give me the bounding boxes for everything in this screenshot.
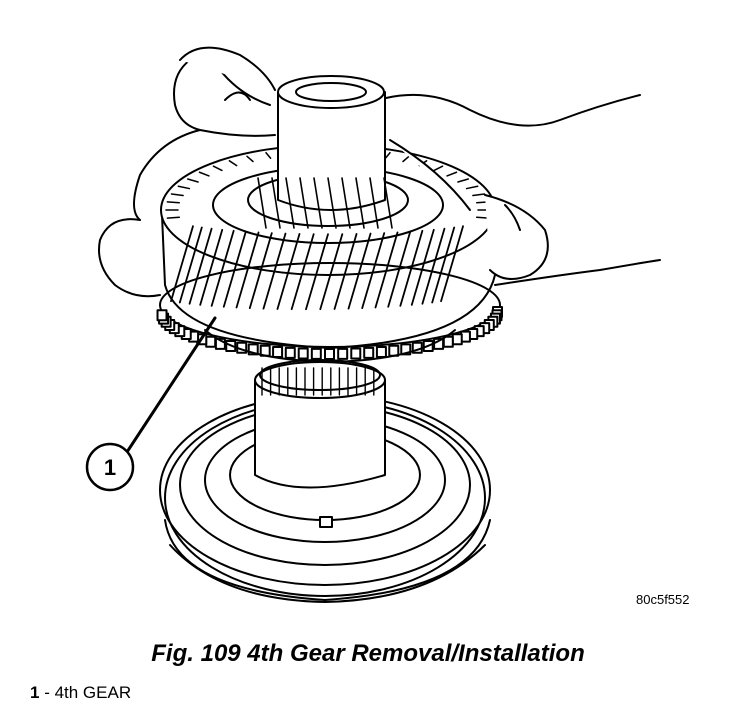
callout-1: 1 bbox=[85, 316, 217, 492]
main-shaft bbox=[254, 359, 386, 489]
legend-label: 4th GEAR bbox=[54, 683, 132, 702]
helical-teeth bbox=[170, 225, 464, 311]
needle-bearing bbox=[261, 367, 375, 396]
legend-number: 1 bbox=[30, 683, 40, 702]
image-code: 80c5f552 bbox=[636, 592, 690, 607]
inner-splines bbox=[257, 177, 393, 229]
legend-item: 1 - 4th GEAR bbox=[30, 683, 131, 703]
gear-illustration: 1 bbox=[85, 46, 661, 603]
callout-number: 1 bbox=[104, 455, 116, 480]
figure-caption: Fig. 109 4th Gear Removal/Installation bbox=[151, 640, 585, 667]
shaft-stub bbox=[257, 75, 393, 229]
hand bbox=[98, 46, 661, 298]
legend-separator: - bbox=[39, 683, 55, 702]
clutch-teeth bbox=[156, 306, 503, 360]
